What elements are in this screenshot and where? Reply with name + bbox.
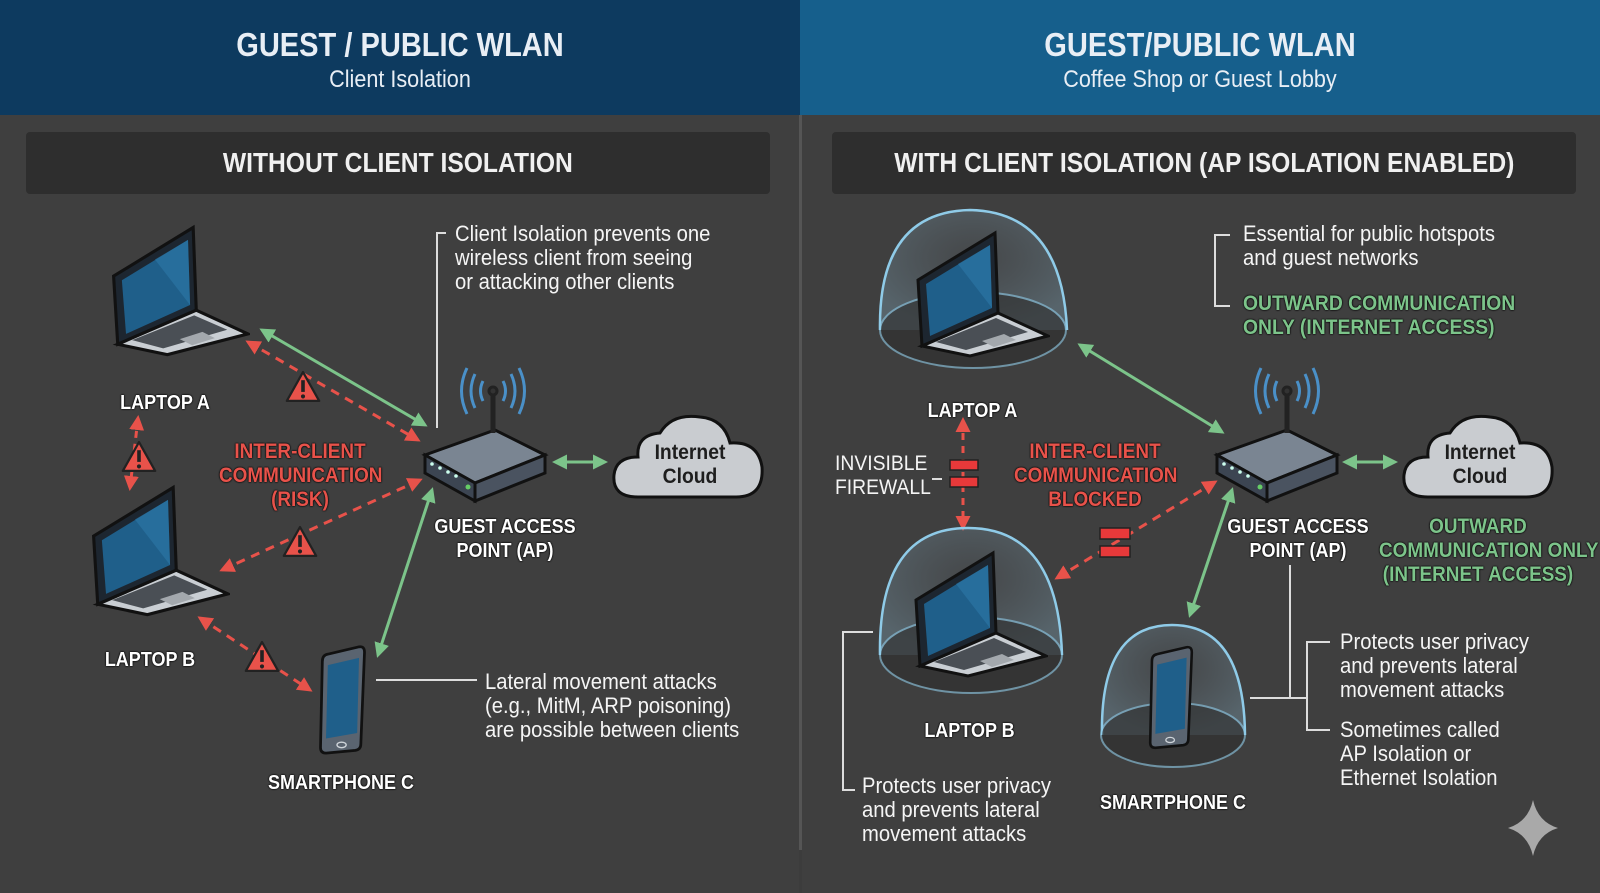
link-phone-ap — [374, 487, 436, 658]
smartphone-c-label: SMARTPHONE C — [1100, 792, 1247, 814]
right-header: GUEST/PUBLIC WLAN Coffee Shop or Guest L… — [800, 0, 1600, 115]
laptop-b-icon — [92, 485, 230, 617]
warning-icon — [285, 370, 321, 403]
link-laptop-a-ap — [1077, 343, 1225, 434]
right-header-subtitle: Coffee Shop or Guest Lobby — [1063, 66, 1337, 93]
laptop-a-icon — [112, 225, 250, 357]
left-links — [123, 328, 608, 692]
left-note-bottom: Lateral movement attacks(e.g., MitM, ARP… — [485, 669, 740, 742]
right-header-title: GUEST/PUBLIC WLAN — [1044, 26, 1356, 63]
right-links — [955, 343, 1398, 618]
warning-icon — [244, 640, 280, 673]
left-header-subtitle: Client Isolation — [329, 66, 471, 93]
link-phone-ap — [1186, 487, 1236, 618]
access-point-icon — [423, 428, 547, 503]
laptop-b-label: LAPTOP B — [924, 720, 1015, 742]
sparkle-icon — [1508, 800, 1558, 856]
access-point-icon — [1215, 428, 1339, 503]
left-header: GUEST / PUBLIC WLAN Client Isolation — [0, 0, 800, 115]
wifi-icon — [460, 367, 526, 433]
risk-link-laptop-a-ap — [245, 340, 421, 442]
laptop-a-label: LAPTOP A — [927, 400, 1018, 422]
warning-icon — [121, 440, 157, 473]
panel-divider — [799, 115, 802, 850]
link-laptop-a-ap — [259, 328, 428, 427]
smartphone-c-icon — [1148, 645, 1194, 750]
left-note-bracket — [376, 232, 477, 681]
laptop-b-label: LAPTOP B — [104, 649, 196, 671]
risk-link-laptop-a-b — [123, 415, 145, 491]
firewall-block-icon — [932, 459, 979, 488]
smartphone-c-icon — [319, 645, 366, 755]
smartphone-c-label: SMARTPHONE C — [268, 772, 415, 794]
firewall-block-icon — [1099, 527, 1131, 558]
left-section-title: WITHOUT CLIENT ISOLATION — [26, 132, 770, 194]
left-header-title: GUEST / PUBLIC WLAN — [236, 26, 564, 63]
wifi-icon — [1254, 367, 1320, 433]
laptop-a-label: LAPTOP A — [120, 392, 210, 414]
right-note-brackets — [842, 234, 1330, 791]
warning-icon — [282, 525, 318, 558]
right-section-title: WITH CLIENT ISOLATION (AP ISOLATION ENAB… — [832, 132, 1576, 194]
